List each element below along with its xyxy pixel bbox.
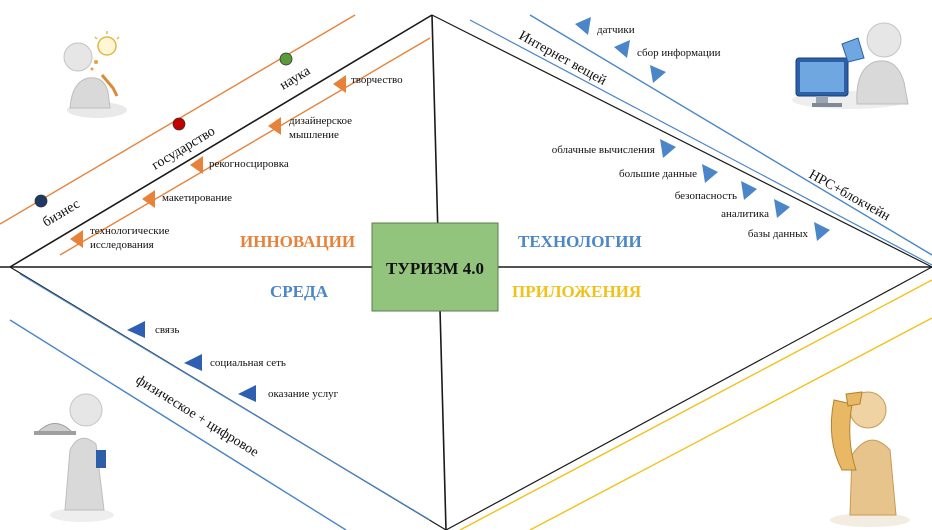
frame-top-right <box>431 14 932 268</box>
svg-text:мышление: мышление <box>289 129 339 141</box>
innovation-item-prototyping: макетирование <box>142 190 232 208</box>
svg-text:безопасность: безопасность <box>675 190 737 202</box>
tech-line-outer <box>529 14 932 256</box>
axis-label-hpc: HPC+блокчейн <box>806 167 893 224</box>
blue-arrow-icon <box>184 354 202 371</box>
frame-bottom-right <box>445 266 932 530</box>
tech-item-sensors: датчики <box>575 17 635 36</box>
svg-text:связь: связь <box>155 324 179 336</box>
tech-item-analytics: аналитика <box>721 199 790 220</box>
svg-text:исследования: исследования <box>90 239 154 251</box>
center-title: ТУРИЗМ 4.0 <box>386 259 484 278</box>
innovation-item-tech-research: технологические исследования <box>70 225 169 251</box>
app-line-inner <box>529 317 932 530</box>
app-line-outer <box>459 279 932 530</box>
section-innovations: ИННОВАЦИИ <box>240 232 355 251</box>
dot-science <box>279 52 293 66</box>
tech-item-cloud: облачные вычисления <box>552 139 676 158</box>
orange-arrow-icon <box>142 190 155 208</box>
blue-arrow-icon <box>238 385 256 402</box>
blue-arrow-icon <box>575 17 591 35</box>
blue-arrow-icon <box>702 164 718 183</box>
orange-arrow-icon <box>70 230 83 248</box>
computer-user-icon <box>792 22 909 109</box>
orange-arrow-icon <box>268 117 281 135</box>
tech-line-inner <box>469 19 932 266</box>
section-environment: СРЕДА <box>270 282 329 301</box>
env-item-social-network: социальная сеть <box>184 354 286 371</box>
waiter-icon <box>34 393 114 522</box>
innovation-item-design-thinking: дизайнерское мышление <box>268 115 352 141</box>
svg-text:базы данных: базы данных <box>748 228 809 240</box>
tech-item-big-data: большие данные <box>619 164 718 183</box>
blue-arrow-icon <box>614 40 630 58</box>
section-technologies: ТЕХНОЛОГИИ <box>518 232 642 251</box>
dot-state <box>172 117 186 131</box>
frame-top-left <box>9 14 433 268</box>
env-item-communication: связь <box>127 321 179 338</box>
svg-text:макетирование: макетирование <box>162 192 232 204</box>
svg-text:облачные вычисления: облачные вычисления <box>552 144 655 156</box>
innovation-item-reconnaissance: рекогносцировка <box>190 156 289 174</box>
orange-arrow-icon <box>190 156 203 174</box>
dot-business <box>34 194 48 208</box>
thinking-person-icon <box>63 31 127 118</box>
svg-text:дизайнерское: дизайнерское <box>289 115 352 127</box>
svg-text:технологические: технологические <box>90 225 169 237</box>
env-line-inner <box>19 273 431 521</box>
blue-arrow-icon <box>127 321 145 338</box>
env-line-outer <box>9 319 347 530</box>
center-box <box>371 222 499 312</box>
svg-text:рекогносцировка: рекогносцировка <box>209 158 289 170</box>
env-item-services: оказание услуг <box>238 385 339 402</box>
svg-text:сбор информации: сбор информации <box>637 47 721 59</box>
phone-person-icon <box>830 391 910 527</box>
tech-item-security: безопасность <box>675 181 757 202</box>
orange-arrow-icon <box>333 75 346 93</box>
svg-text:творчество: творчество <box>351 74 403 86</box>
svg-text:датчики: датчики <box>597 24 635 36</box>
tech-item-databases: базы данных <box>748 222 830 241</box>
svg-text:оказание услуг: оказание услуг <box>268 388 339 400</box>
svg-text:аналитика: аналитика <box>721 208 769 220</box>
axis-label-physical-digital: физическое + цифровое <box>133 373 261 461</box>
blue-arrow-icon <box>741 181 757 200</box>
section-applications: ПРИЛОЖЕНИЯ <box>512 282 641 301</box>
tech-item-data-collection: сбор информации <box>614 40 721 59</box>
blue-arrow-icon <box>774 199 790 218</box>
blue-arrow-icon <box>650 65 666 83</box>
innovation-item-creativity: творчество <box>333 74 403 93</box>
blue-arrow-icon <box>814 222 830 241</box>
axis-label-iot: Интернет вещей <box>516 28 609 89</box>
svg-text:социальная сеть: социальная сеть <box>210 357 286 369</box>
svg-text:большие данные: большие данные <box>619 168 697 180</box>
innovation-line-inner <box>59 37 431 256</box>
blue-arrow-icon <box>660 139 676 158</box>
